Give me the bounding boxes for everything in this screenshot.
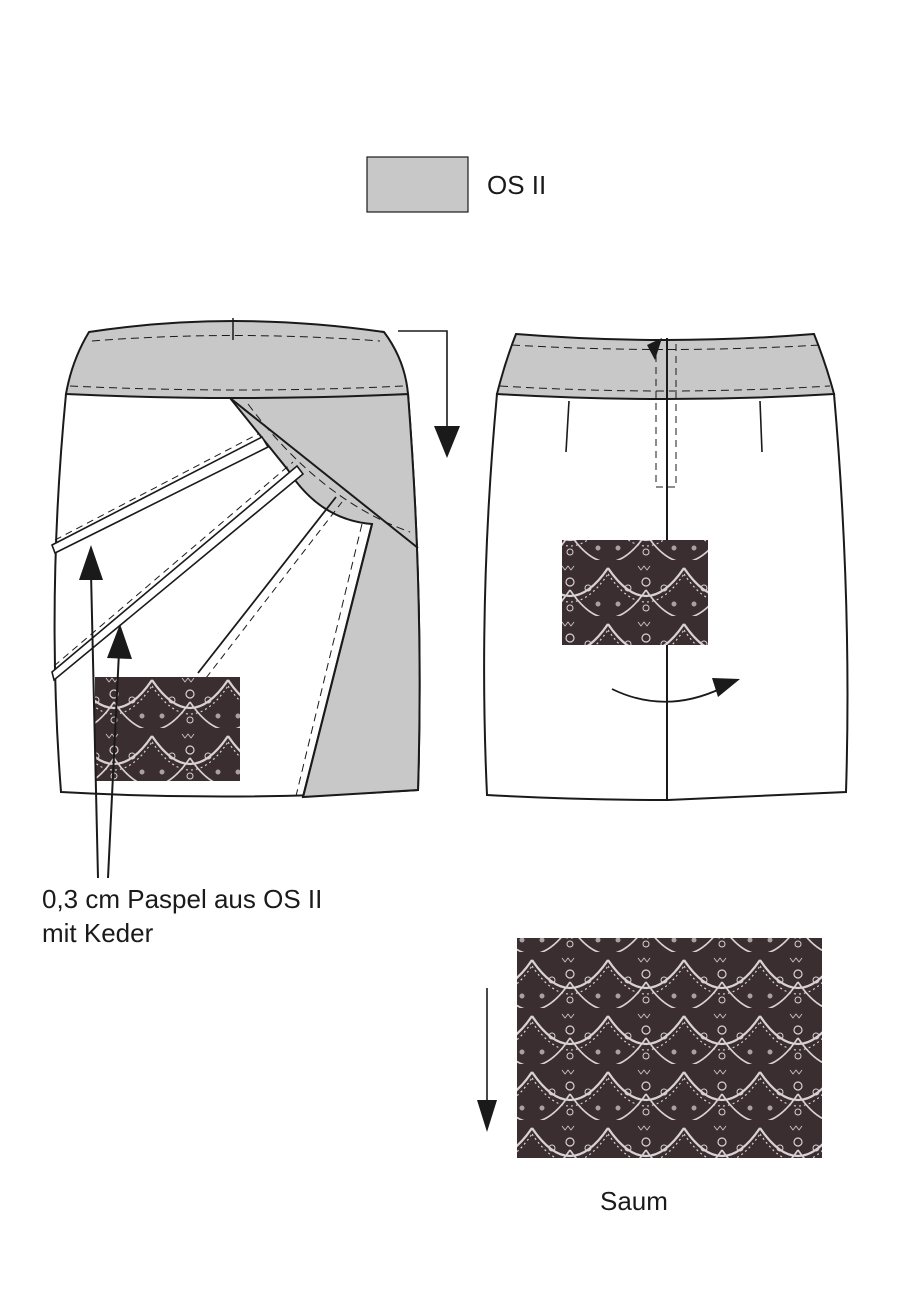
arrow-up-icon (107, 624, 132, 659)
back-waistband (495, 332, 836, 400)
lace-swatch-icon (517, 938, 822, 1158)
skirt-back-icon (483, 332, 849, 802)
skirt-front-icon (51, 318, 421, 799)
arrow-down-icon (398, 330, 460, 458)
lace-swatch-icon (95, 677, 240, 781)
callout-arrows (79, 545, 132, 879)
callout-label-line1: 0,3 cm Paspel aus OS II (42, 884, 323, 914)
legend-swatch (366, 156, 469, 213)
lace-swatch-icon (562, 540, 708, 645)
arrow-down-icon (477, 1100, 497, 1132)
legend-label: OS II (487, 170, 547, 200)
front-wrap-panel (227, 392, 421, 799)
arrow-up-icon (79, 545, 103, 580)
front-piping-2 (51, 464, 305, 682)
hem-detail (477, 938, 822, 1158)
curved-arrow-icon (611, 687, 723, 703)
arrow-down-icon (647, 338, 662, 360)
callout-label-line2: mit Keder (42, 918, 154, 948)
front-piping-1 (51, 435, 270, 555)
hem-label: Saum (600, 1186, 668, 1216)
front-waistband (64, 320, 410, 399)
